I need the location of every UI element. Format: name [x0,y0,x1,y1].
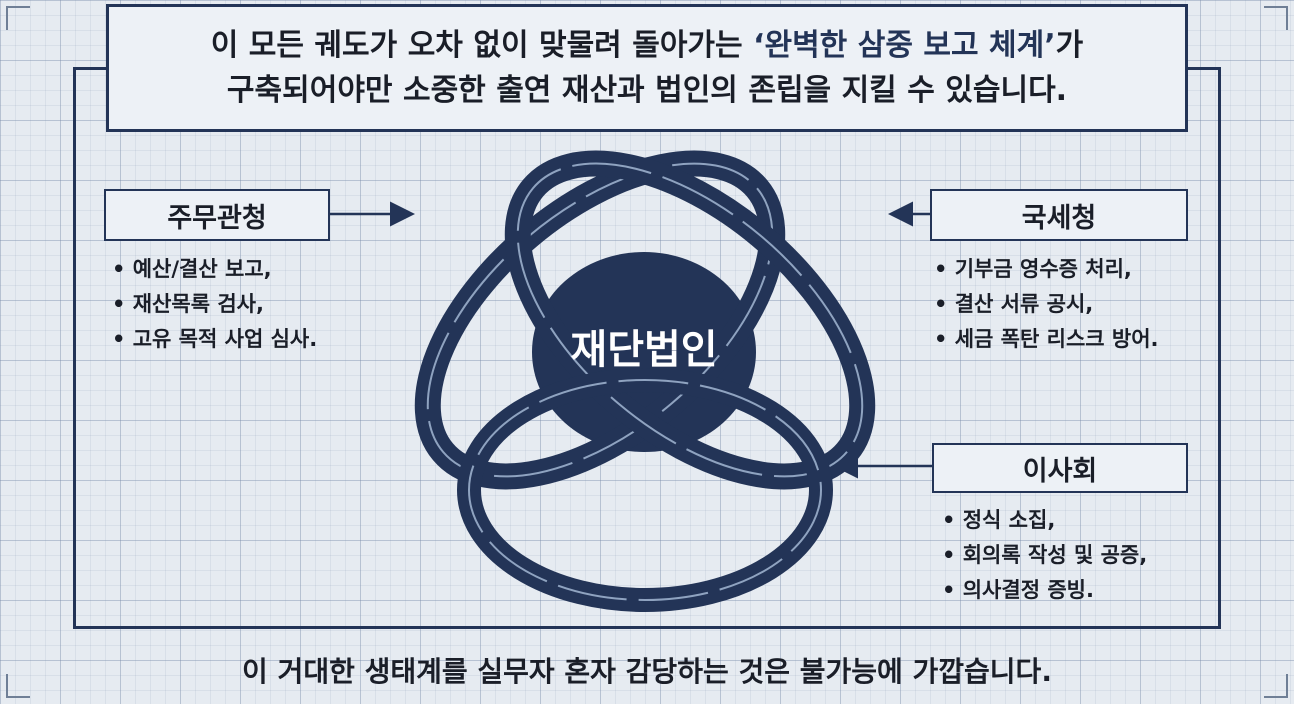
headline-prefix: 이 모든 궤도가 오차 없이 맞물려 돌아가는 [210,28,754,63]
node-tax-office-title: 국세청 [930,189,1188,241]
orbit-ring-2 [504,150,876,490]
headline-line-1: 이 모든 궤도가 오차 없이 맞물려 돌아가는 ‘완벽한 삼중 보고 체계’가 [211,23,1083,68]
headline-box: 이 모든 궤도가 오차 없이 맞물려 돌아가는 ‘완벽한 삼중 보고 체계’가 … [106,4,1188,132]
headline-suffix: 가 [1055,28,1084,63]
corner-mark-top-right [1264,6,1288,30]
orbit-ring-3 [457,368,833,612]
list-item: 재산목록 검사, [112,287,317,322]
node-tax-office-list: 기부금 영수증 처리, 결산 서류 공시, 세금 폭탄 리스크 방어. [934,252,1159,357]
list-item: 기부금 영수증 처리, [934,252,1159,287]
headline-line-2: 구축되어야만 소중한 출연 재산과 법인의 존립을 지킬 수 있습니다. [226,73,1068,108]
list-item: 의사결정 증빙. [942,573,1147,608]
footer-caption: 이 거대한 생태계를 실무자 혼자 감당하는 것은 불가능에 가깝습니다. [242,655,1052,688]
list-item: 고유 목적 사업 심사. [112,322,317,357]
center-core [532,252,756,452]
corner-mark-bottom-left [6,674,30,698]
node-board-list: 정식 소집, 회의록 작성 및 공증, 의사결정 증빙. [942,503,1147,608]
headline-highlight: ‘완벽한 삼중 보고 체계’ [753,28,1056,63]
list-item: 세금 폭탄 리스크 방어. [934,322,1159,357]
list-item: 정식 소집, [942,503,1147,538]
node-board-title: 이사회 [932,443,1188,493]
corner-mark-top-left [6,6,30,30]
corner-mark-bottom-right [1264,674,1288,698]
node-ministry-list: 예산/결산 보고, 재산목록 검사, 고유 목적 사업 심사. [112,252,317,357]
list-item: 결산 서류 공시, [934,287,1159,322]
list-item: 회의록 작성 및 공증, [942,538,1147,573]
node-ministry-title: 주무관청 [104,189,330,241]
list-item: 예산/결산 보고, [112,252,317,287]
center-label: 재단법인 [570,327,718,373]
